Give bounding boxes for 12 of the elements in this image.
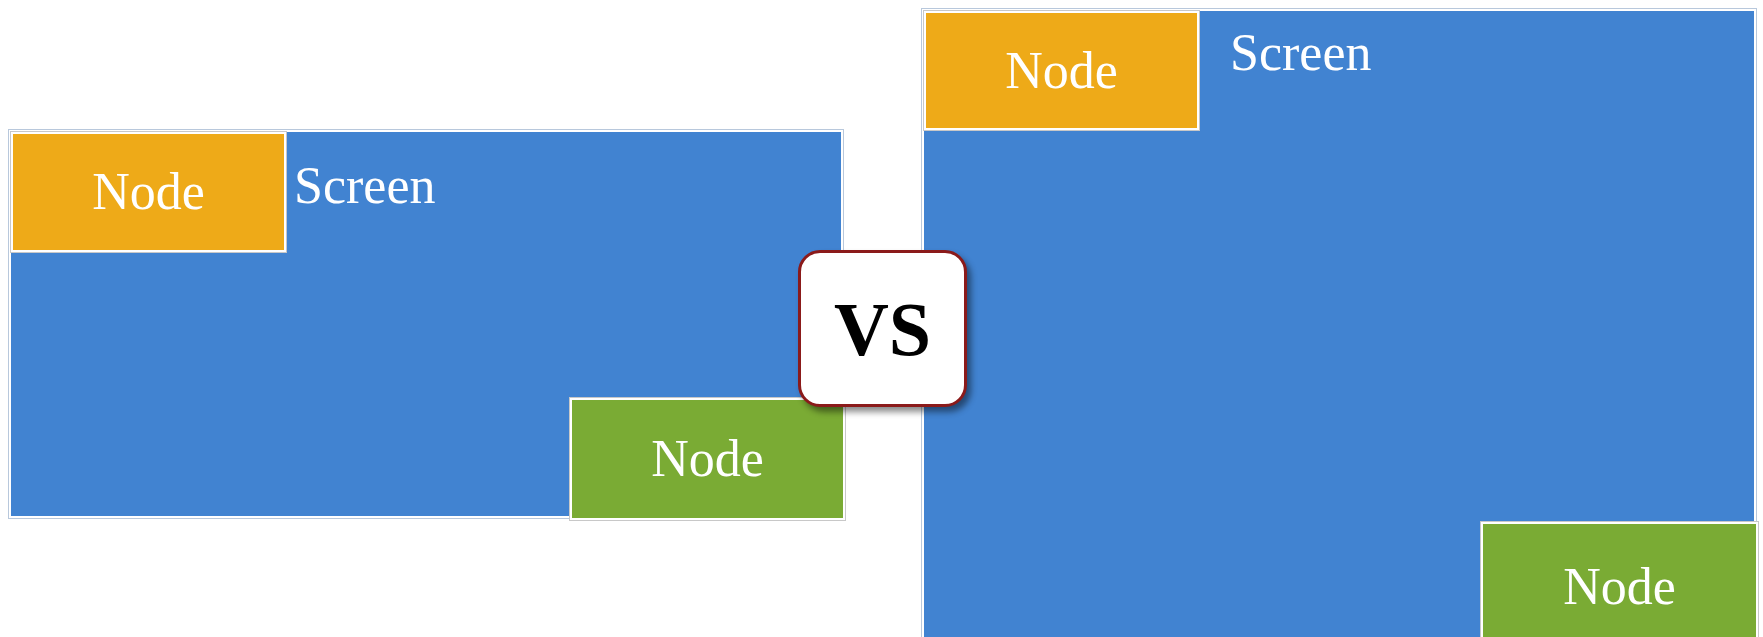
node-label: Node [651,433,764,485]
node-box [1481,522,1758,637]
screen-title: Screen [1230,27,1372,79]
screen-title: Screen [294,160,436,212]
node-label: Node [1005,44,1118,97]
node-label: Node [92,166,205,218]
vs-badge [798,250,967,407]
node-box [924,11,1199,130]
node-box [11,132,286,252]
node-label: Node [1563,560,1676,613]
vs-text: VS [833,290,932,367]
node-box [570,398,845,520]
